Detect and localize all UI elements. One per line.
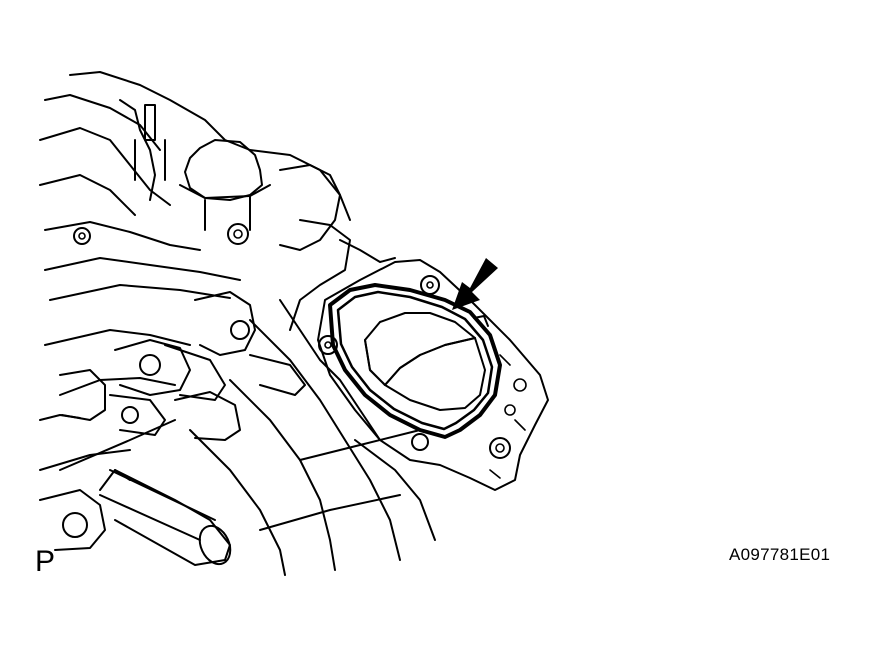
throttle-bore: [364, 312, 486, 411]
vacuum-sensor: [134, 104, 271, 231]
arrow-pointer-icon: [452, 258, 498, 327]
engine-block: [39, 71, 351, 471]
figure-id-label: A097781E01: [729, 545, 831, 564]
throttle-flange: [317, 259, 549, 491]
gasket-highlight-icon: [328, 283, 502, 439]
view-letter-label: P: [35, 545, 56, 578]
intake-manifold: [189, 164, 436, 576]
connectors: [39, 291, 306, 566]
lower-hose: [99, 469, 232, 566]
